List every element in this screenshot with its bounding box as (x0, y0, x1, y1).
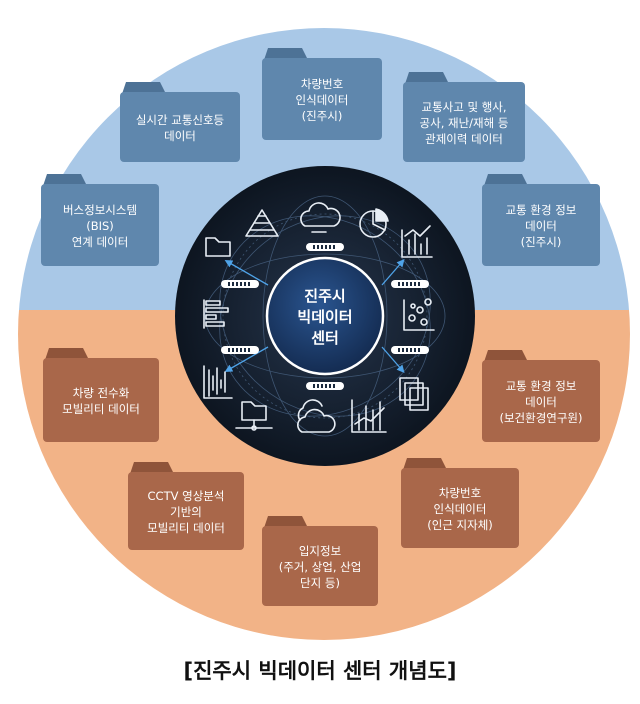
folder-label-line: 입지정보 (299, 544, 341, 558)
folder-tab (264, 516, 308, 528)
folder-tab (43, 174, 87, 186)
pyramid-chart-icon (245, 209, 279, 237)
horizontal-bar-chart-icon (203, 299, 229, 329)
folder-label-line: CCTV 영상분석 (148, 489, 225, 503)
data-arrows (224, 259, 405, 373)
diagram-caption: [진주시 빅데이터 센터 개념도] (184, 659, 457, 683)
folder-label-line: 인식데이터 (296, 93, 349, 107)
stacked-files-icon (399, 377, 429, 411)
folder-label-line: 단지 등) (300, 576, 340, 590)
folder-label-line: (진주시) (521, 235, 562, 249)
center-line-3: 센터 (311, 329, 339, 347)
folder-tab (122, 82, 166, 94)
server-icon (306, 243, 344, 251)
folder-body (403, 82, 525, 162)
analytics-icons (203, 202, 435, 433)
folder-label-line: (보건환경연구원) (499, 411, 582, 425)
folder-label-line: (주거, 상업, 산업 (279, 560, 362, 574)
folder-body (41, 184, 159, 266)
folder-label-line: 실시간 교통신호등 (136, 113, 224, 127)
folder-body (401, 468, 519, 548)
folder-tab (264, 48, 308, 60)
folder-label-line: 버스정보시스템 (63, 203, 137, 217)
folder-tab (45, 348, 89, 360)
folder-label-line: 관제이력 데이터 (425, 132, 503, 146)
folder-label-line: 모빌리티 데이터 (147, 521, 225, 535)
server-icon (221, 346, 259, 354)
cloud-icon (300, 202, 341, 233)
folder-label-line: 공사, 재난/재해 등 (420, 116, 509, 130)
server-icon (306, 382, 344, 390)
folder-label-line: 차량번호 (439, 486, 481, 500)
center-hub (265, 256, 385, 376)
line-chart-icon (351, 399, 387, 433)
folder-label-line: 교통 환경 정보 (506, 203, 577, 217)
folder-icon (205, 237, 231, 257)
folder-label-line: 차량번호 (301, 77, 343, 91)
folder-label-line: (인근 지자체) (427, 518, 493, 532)
folder-body (482, 184, 600, 266)
scatter-plot-icon (403, 298, 435, 331)
network-folder-icon (235, 401, 273, 431)
folder-label-line: 데이터 (525, 395, 557, 409)
server-icon (391, 346, 429, 354)
folder-label-line: 인식데이터 (434, 502, 487, 516)
center-line-2: 빅데이터 (297, 308, 352, 326)
cloud-stack-icon (297, 399, 336, 433)
data-folder: 버스정보시스템 (BIS) 연계 데이터 (41, 174, 159, 266)
folder-tab (130, 462, 174, 474)
folder-body (120, 92, 240, 162)
server-icon (391, 280, 429, 288)
folder-tab (405, 72, 449, 84)
server-icon (221, 280, 259, 288)
server-group (221, 243, 429, 390)
folder-body (128, 472, 244, 550)
folder-label-line: 교통사고 및 행사, (421, 100, 506, 114)
folder-label-line: 기반의 (170, 505, 202, 519)
folder-label-line: 차량 전수화 (73, 386, 130, 400)
center-label: 진주시 빅데이터 센터 (297, 287, 352, 347)
center-line-1: 진주시 (304, 287, 345, 305)
bar-chart-icon (401, 225, 433, 258)
waveform-chart-icon (203, 365, 233, 399)
folder-label-line: 연계 데이터 (72, 235, 129, 249)
folder-body (43, 358, 159, 442)
folder-label-line: (진주시) (302, 109, 343, 123)
folder-label-line: 모빌리티 데이터 (62, 402, 140, 416)
folder-label-line: 데이터 (164, 129, 196, 143)
pie-chart-icon (359, 208, 389, 238)
folder-body (262, 526, 378, 606)
folder-label-line: 데이터 (525, 219, 557, 233)
folder-label-line: (BIS) (86, 219, 114, 233)
folder-body (262, 58, 382, 140)
folder-label-line: 교통 환경 정보 (506, 379, 577, 393)
folder-tab (484, 174, 528, 186)
folder-tab (484, 350, 528, 362)
folder-body (482, 360, 600, 442)
folder-tab (403, 458, 447, 470)
